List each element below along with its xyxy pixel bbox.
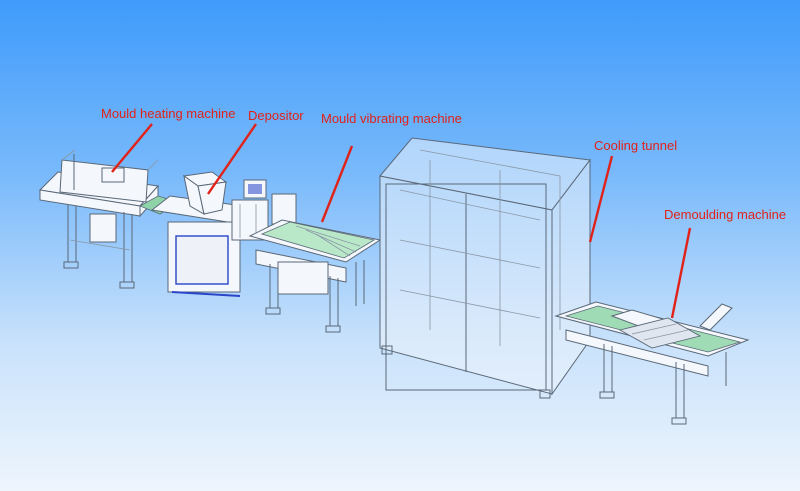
leader-mould-vibrating — [320, 145, 354, 223]
mould-vibrating-machine — [248, 219, 382, 333]
label-cooling-tunnel: Cooling tunnel — [594, 138, 678, 153]
label-mould-vibrating-machine: Mould vibrating machine — [321, 111, 462, 126]
leader-demoulding — [670, 227, 692, 319]
leader-depositor — [207, 123, 257, 195]
cooling-tunnel — [379, 137, 591, 399]
label-demoulding-machine: Demoulding machine — [664, 207, 787, 222]
demoulding-machine — [554, 301, 750, 425]
leader-cooling-tunnel — [588, 155, 614, 243]
label-depositor: Depositor — [248, 108, 304, 123]
mould-heating-machine — [38, 149, 160, 289]
label-mould-heating-machine: Mould heating machine — [101, 106, 236, 121]
leader-mould-heating — [111, 123, 153, 173]
